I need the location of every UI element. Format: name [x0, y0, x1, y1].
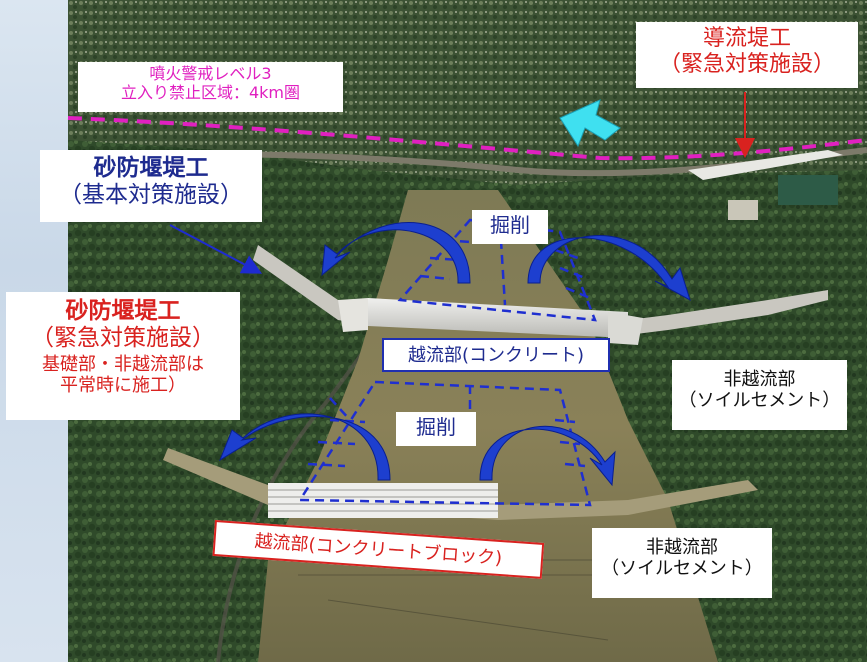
sabo-emergency-label-line2: （緊急対策施設） — [31, 325, 215, 352]
spillway-concrete-label: 越流部(コンクリート) — [382, 338, 610, 372]
exclusion-zone-label-line2: 立入り禁止区域：4km圏 — [120, 82, 301, 102]
sabo-basic-label-line2: （基本対策施設） — [59, 182, 243, 209]
guide-levee-label-line1: 導流堤工 — [702, 26, 791, 51]
non-overflow-upper-label-line1: 非越流部 — [723, 369, 796, 390]
flow-direction-arrow — [559, 99, 621, 148]
sabo-emergency-label-line3: 基礎部・非越流部は — [42, 354, 204, 376]
sabo-emergency-label-line4: 平常時に施工） — [60, 375, 186, 397]
lower-excavation-outline — [297, 380, 592, 507]
sabo-basic-label-line1: 砂防堰堤工 — [93, 155, 209, 181]
sabo-basic-label: 砂防堰堤工 （基本対策施設） — [40, 150, 262, 222]
sabo-basic-pointer — [169, 224, 263, 274]
exclusion-zone-label: 噴火警戒レベル3 立入り禁止区域：4km圏 — [78, 62, 343, 112]
non-overflow-upper-label-line2: （ソイルセメント） — [678, 390, 841, 412]
guide-levee-label-line2: （緊急対策施設） — [658, 51, 835, 77]
non-overflow-upper-label: 非越流部 （ソイルセメント） — [672, 360, 847, 430]
non-overflow-lower-label-line2: （ソイルセメント） — [601, 558, 763, 580]
excavation-upper-label: 掘削 — [472, 210, 548, 244]
exclusion-zone-boundary — [67, 116, 867, 161]
upper-curved-arrows — [321, 222, 691, 302]
lower-curved-arrows — [218, 413, 616, 487]
sabo-emergency-label-line1: 砂防堰堤工 — [65, 298, 181, 324]
guide-levee-label: 導流堤工 （緊急対策施設） — [636, 22, 858, 88]
sabo-emergency-label: 砂防堰堤工 （緊急対策施設） 基礎部・非越流部は 平常時に施工） — [6, 292, 240, 420]
non-overflow-lower-label: 非越流部 （ソイルセメント） — [592, 528, 772, 598]
non-overflow-lower-label-line1: 非越流部 — [646, 537, 718, 558]
excavation-lower-label: 掘削 — [396, 412, 476, 446]
exclusion-zone-label-line1: 噴火警戒レベル3 — [149, 64, 272, 83]
